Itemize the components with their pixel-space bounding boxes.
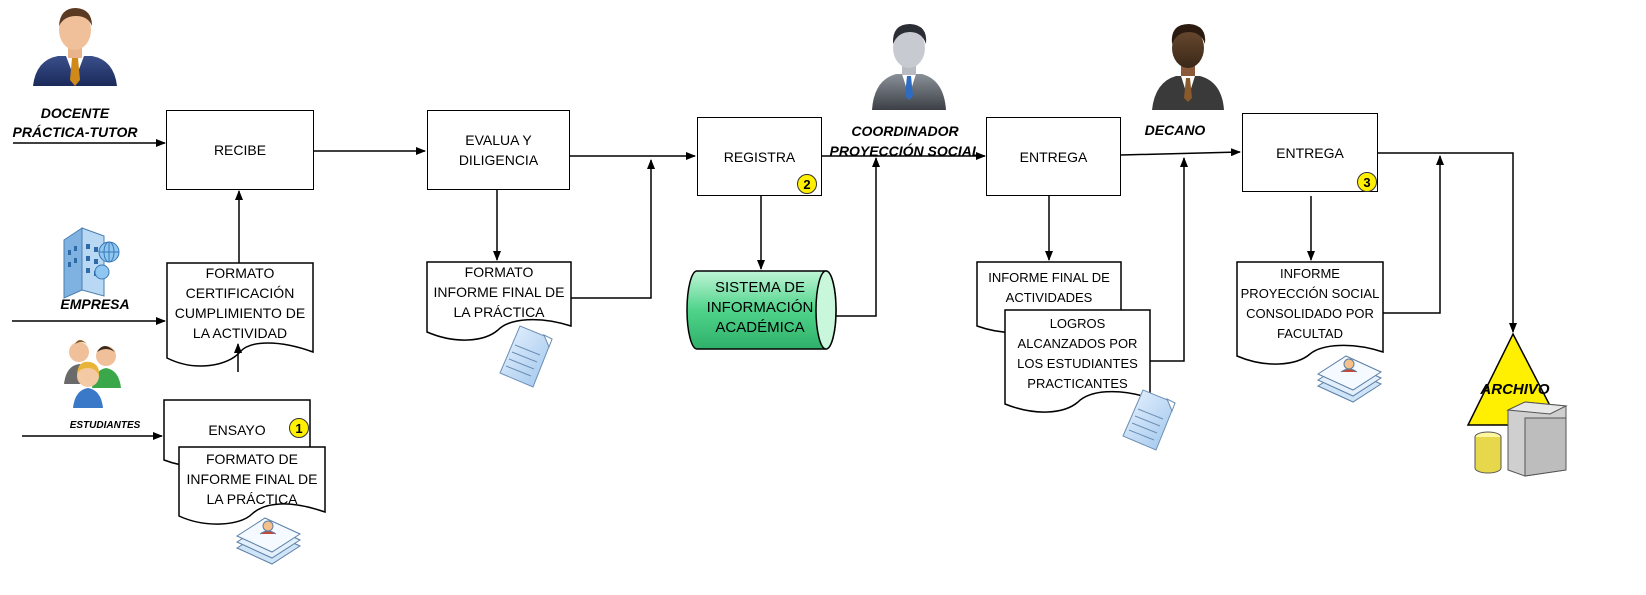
- decano-avatar-icon: [1152, 24, 1224, 110]
- coordinador-avatar-icon: [872, 24, 946, 110]
- coordinador-label: COORDINADOR PROYECCIÓN SOCIAL: [829, 123, 981, 159]
- sistema-text: SISTEMA DE INFORMACIÓN ACADÉMICA: [706, 279, 814, 336]
- empresa-building-icon: [63, 227, 120, 299]
- registra-label: REGISTRA: [723, 148, 796, 165]
- entrega-label-2: ENTREGA: [1276, 144, 1344, 161]
- document-icon-1: [499, 325, 553, 388]
- step-badge-1: 1: [289, 418, 309, 438]
- estudiantes-label: ESTUDIANTES: [69, 420, 141, 431]
- archivo-label: ARCHIVO: [1480, 381, 1550, 398]
- informe-actividades-text: INFORME FINAL DE ACTIVIDADES: [988, 270, 1110, 305]
- entrega-box-1: ENTREGA: [986, 117, 1121, 196]
- logros-text: LOGROS ALCANZADOS POR LOS ESTUDIANTES PR…: [1017, 316, 1138, 391]
- doc-shape-formato-informe-b: [426, 261, 572, 341]
- entrega-label-1: ENTREGA: [1019, 148, 1088, 165]
- ensayo-text: ENSAYO: [208, 422, 266, 438]
- formato-informe-b-text: FORMATO INFORME FINAL DE LA PRÁCTICA: [433, 264, 565, 320]
- step-badge-2: 2: [797, 174, 817, 194]
- archivo-storage-icon: [1474, 401, 1568, 477]
- recibe-label: RECIBE: [213, 142, 267, 158]
- stack-icon-2: [1316, 355, 1383, 403]
- sistema-cylinder: [686, 270, 837, 350]
- recibe-box: RECIBE: [166, 110, 314, 190]
- decano-label: DECANO: [1144, 122, 1206, 138]
- empresa-label: EMPRESA: [60, 296, 130, 312]
- registra-box: REGISTRA: [697, 117, 822, 196]
- docente-avatar-icon: [33, 8, 117, 86]
- doc-shape-informe-proyeccion: [1236, 261, 1384, 365]
- evalua-box: EVALUA Y DILIGENCIA: [427, 110, 570, 190]
- document-icon-2: [1122, 389, 1176, 451]
- doc-shape-logros: [1004, 309, 1151, 413]
- doc-shape-formato-informe-a: [178, 446, 326, 525]
- estudiantes-group-icon: [64, 340, 121, 408]
- entrega-box-2: ENTREGA: [1242, 113, 1378, 192]
- formato-certificacion-text: FORMATO CERTIFICACIÓN CUMPLIMIENTO DE LA…: [174, 265, 306, 341]
- evalua-label: EVALUA Y DILIGENCIA: [458, 132, 539, 168]
- docente-label: DOCENTE PRÁCTICA-TUTOR: [12, 105, 138, 140]
- stack-icon-1: [235, 517, 302, 565]
- informe-proyeccion-text: INFORME PROYECCIÓN SOCIAL CONSOLIDADO PO…: [1240, 266, 1380, 341]
- step-badge-3: 3: [1357, 172, 1377, 192]
- formato-informe-a-text: FORMATO DE INFORME FINAL DE LA PRÁCTICA: [186, 451, 318, 507]
